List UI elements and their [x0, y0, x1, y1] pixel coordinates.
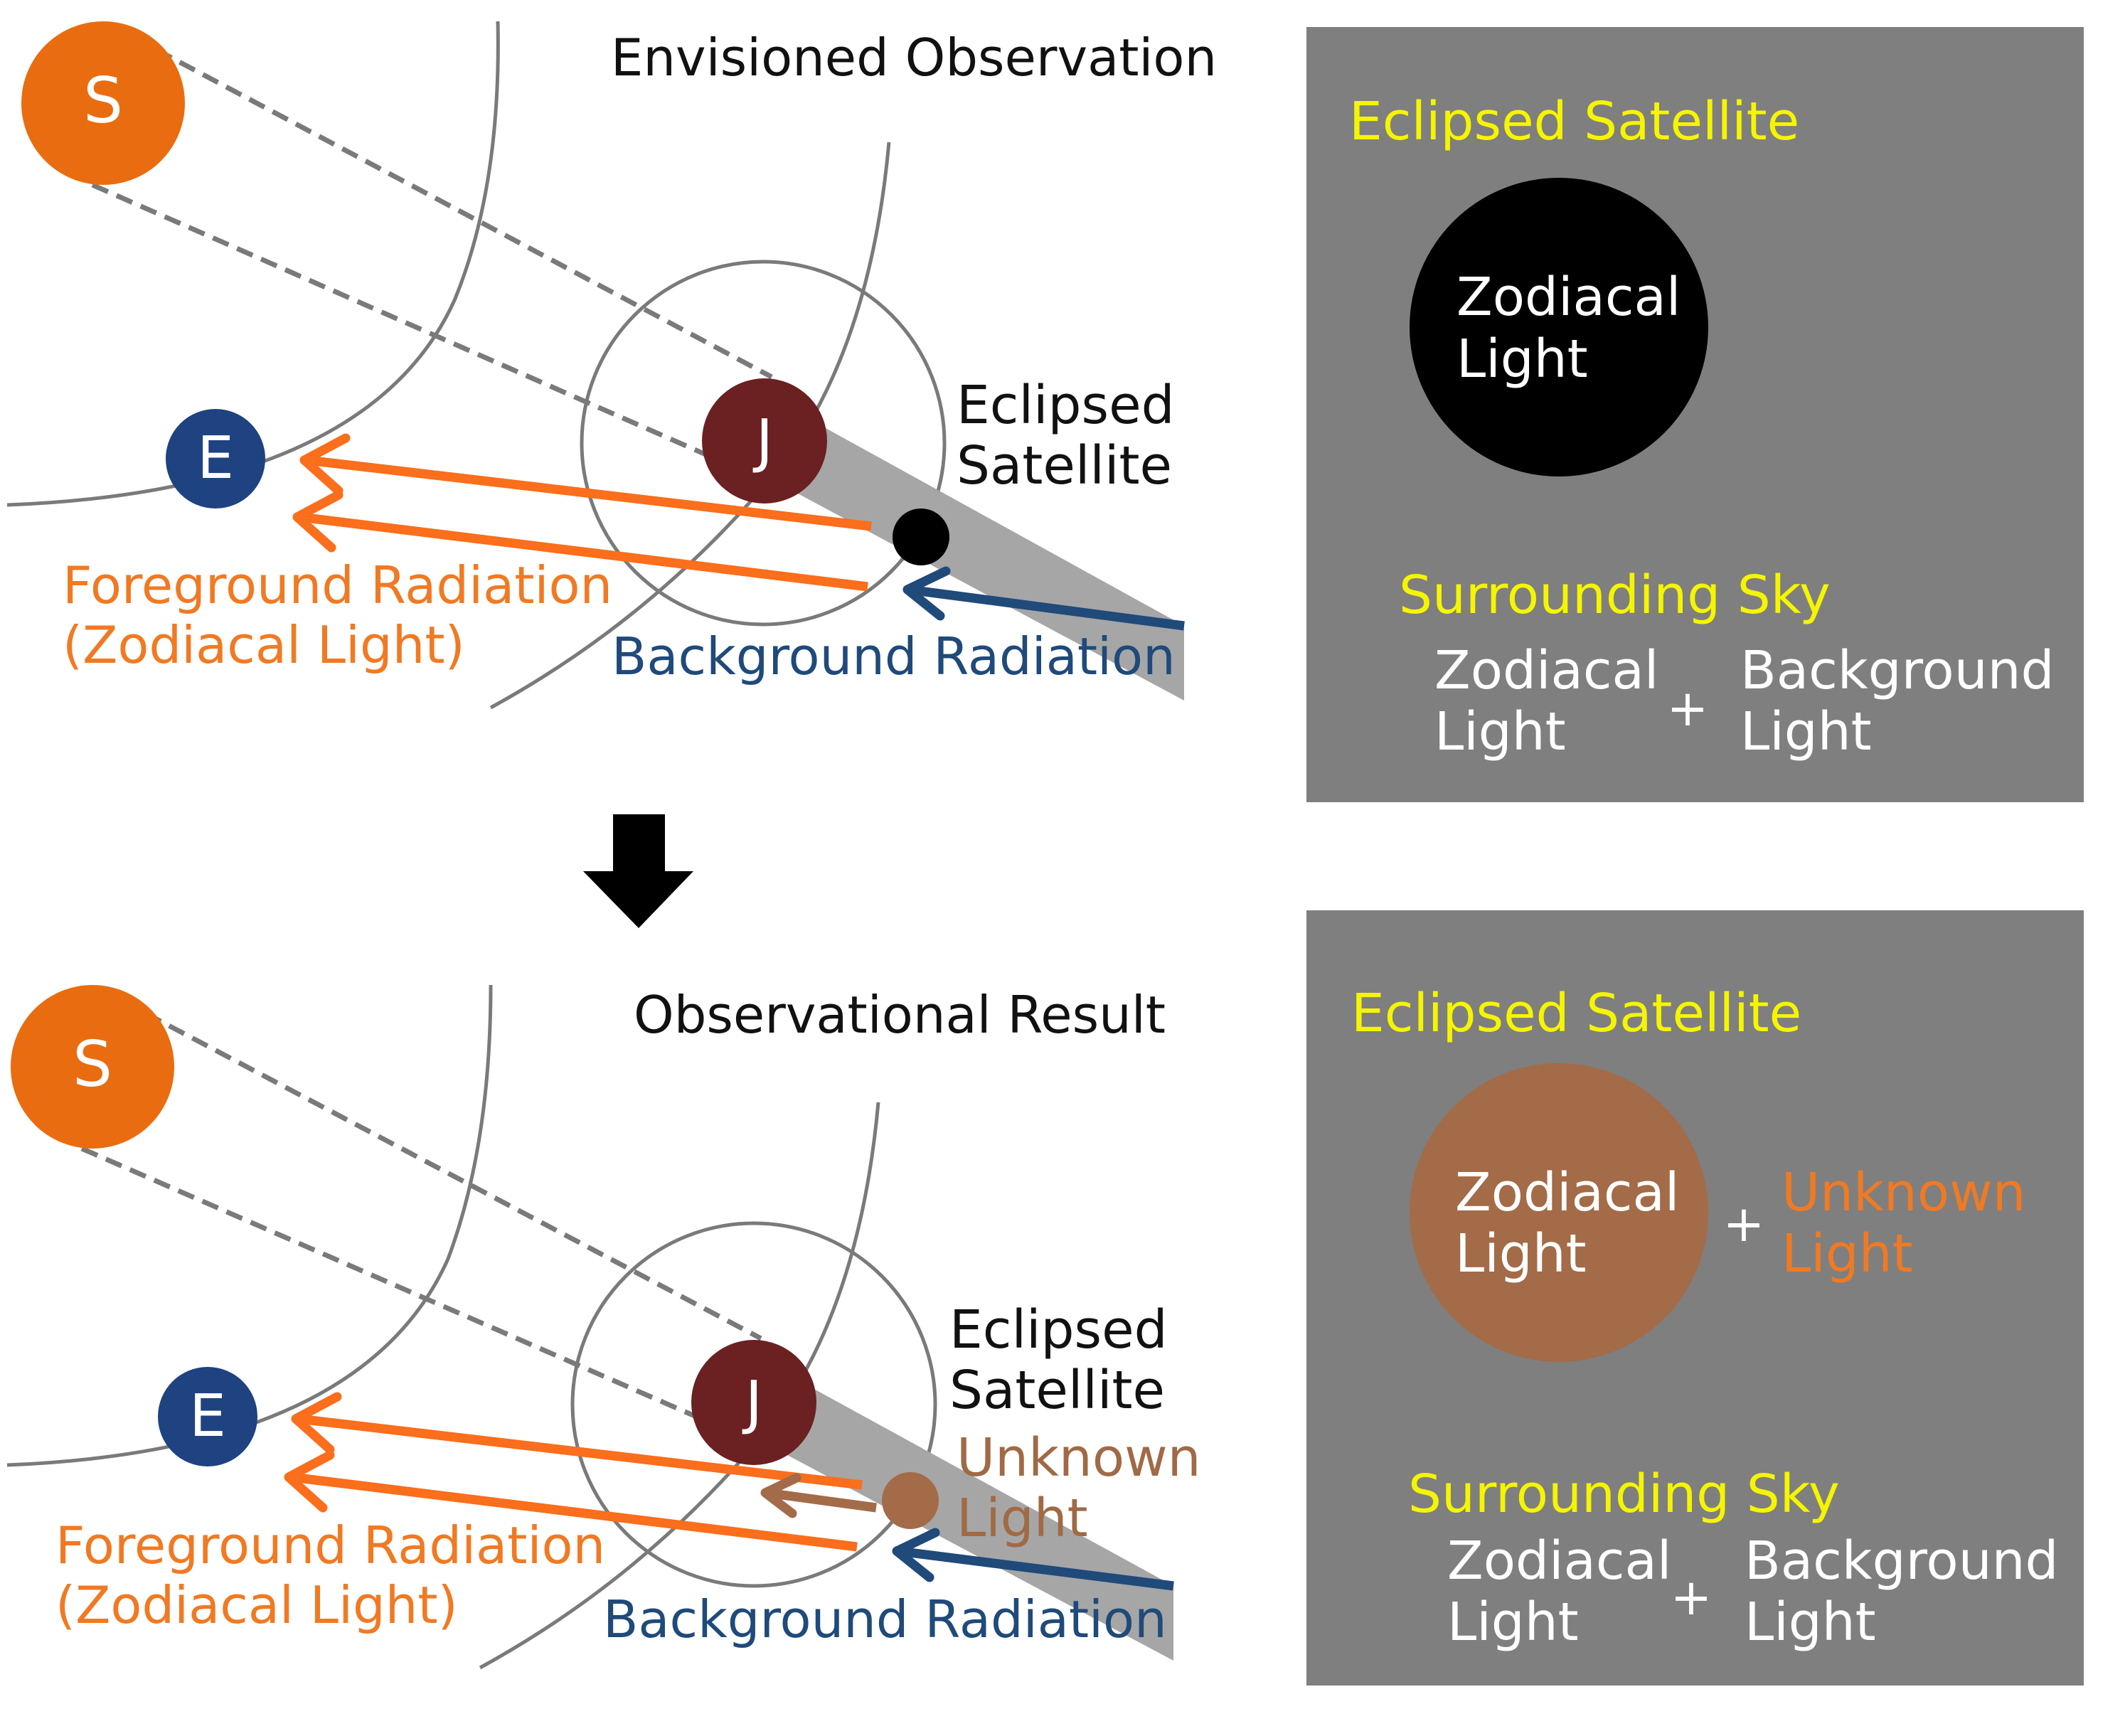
sky-left-label-1: Zodiacal [1447, 1530, 1671, 1592]
top-eclipsed-label-2: Satellite [957, 435, 1172, 496]
panel-heading: Eclipsed Satellite [1351, 983, 1801, 1044]
jupiter-label: J [742, 1369, 762, 1437]
bottom-background-label: Background Radiation [603, 1589, 1167, 1649]
sky-right-label-1: Background [1745, 1530, 2058, 1592]
foreground-arrow-upper [291, 1392, 863, 1490]
top-scene: S E J [6, 21, 1185, 710]
panel-background [1306, 27, 2084, 802]
unknown-light-arrow [760, 1473, 877, 1518]
top-foreground-label-2: (Zodiacal Light) [63, 615, 465, 675]
panel-background [1306, 910, 2084, 1686]
sky-right-label-2: Light [1740, 701, 1872, 762]
background-arrow [902, 566, 1185, 631]
sun-ray-upper [155, 47, 773, 380]
sun-ray-upper [144, 1011, 762, 1341]
top-panel: Eclipsed Satellite Zodiacal Light Surrou… [1306, 27, 2084, 802]
sky-left-label-2: Light [1447, 1592, 1579, 1653]
bottom-eclipsed-label-2: Satellite [949, 1360, 1165, 1421]
sky-right-label-1: Background [1740, 640, 2054, 701]
sun [11, 985, 174, 1149]
unknown-label-1: Unknown [1782, 1162, 2026, 1223]
panel-heading: Eclipsed Satellite [1349, 91, 1799, 152]
earth [158, 1367, 257, 1466]
jupiter [702, 378, 827, 504]
bottom-eclipsed-label-1: Eclipsed [949, 1299, 1168, 1360]
top-title: Envisioned Observation [611, 28, 1217, 87]
sun-label: S [73, 1028, 112, 1101]
foreground-arrow-lower [284, 1450, 858, 1552]
disc-label-2: Light [1455, 1223, 1587, 1284]
disc-label-2: Light [1456, 329, 1588, 390]
satellite-orbit [580, 260, 947, 627]
earth-label: E [189, 1383, 226, 1450]
sky-left-label-1: Zodiacal [1434, 640, 1658, 701]
satellite-orbit [570, 1221, 937, 1588]
unknown-label-2: Light [1782, 1223, 1913, 1284]
foreground-arrow-upper [299, 433, 872, 531]
eclipsed-satellite-disc [1410, 178, 1708, 476]
foreground-arrow-lower [292, 490, 868, 592]
bottom-unknown-label-2: Light [957, 1488, 1088, 1549]
bottom-title: Observational Result [634, 985, 1166, 1045]
earth-label: E [197, 425, 234, 492]
top-background-label: Background Radiation [612, 627, 1176, 686]
background-arrow [892, 1528, 1174, 1591]
jupiter [691, 1340, 816, 1465]
sky-heading: Surrounding Sky [1408, 1464, 1840, 1525]
bottom-foreground-label-1: Foreground Radiation [55, 1516, 605, 1575]
bottom-foreground-label-2: (Zodiacal Light) [55, 1575, 458, 1635]
sky-plus: + [1671, 1568, 1713, 1626]
sky-left-label-2: Light [1434, 701, 1566, 762]
down-arrow [583, 814, 693, 928]
sun [21, 21, 185, 185]
top-eclipsed-label-1: Eclipsed [957, 375, 1175, 436]
bottom-unknown-label-1: Unknown [957, 1427, 1201, 1489]
sun-label: S [83, 64, 123, 137]
jupiter-orbit [479, 1102, 880, 1670]
eclipsed-satellite-disc [1410, 1063, 1708, 1362]
sun-ray-lower [91, 182, 741, 472]
sun-ray-lower [80, 1146, 730, 1434]
sky-heading: Surrounding Sky [1399, 565, 1831, 626]
jupiter-shadow [766, 405, 1184, 701]
bottom-panel: Eclipsed Satellite Zodiacal Light + Unkn… [1306, 910, 2084, 1686]
sky-right-label-2: Light [1745, 1592, 1876, 1653]
jupiter-shadow [755, 1367, 1173, 1661]
earth [166, 409, 265, 508]
top-foreground-label-1: Foreground Radiation [63, 555, 612, 615]
eclipsed-satellite-lit [882, 1472, 939, 1529]
jupiter-orbit [489, 142, 891, 710]
eclipsed-satellite-dark [893, 508, 949, 565]
bottom-scene: S E J [6, 984, 1174, 1670]
disc-label-1: Zodiacal [1456, 267, 1681, 328]
jupiter-label: J [752, 408, 773, 475]
disc-label-1: Zodiacal [1455, 1162, 1679, 1223]
disc-plus: + [1723, 1195, 1765, 1253]
sky-plus: + [1667, 679, 1709, 737]
